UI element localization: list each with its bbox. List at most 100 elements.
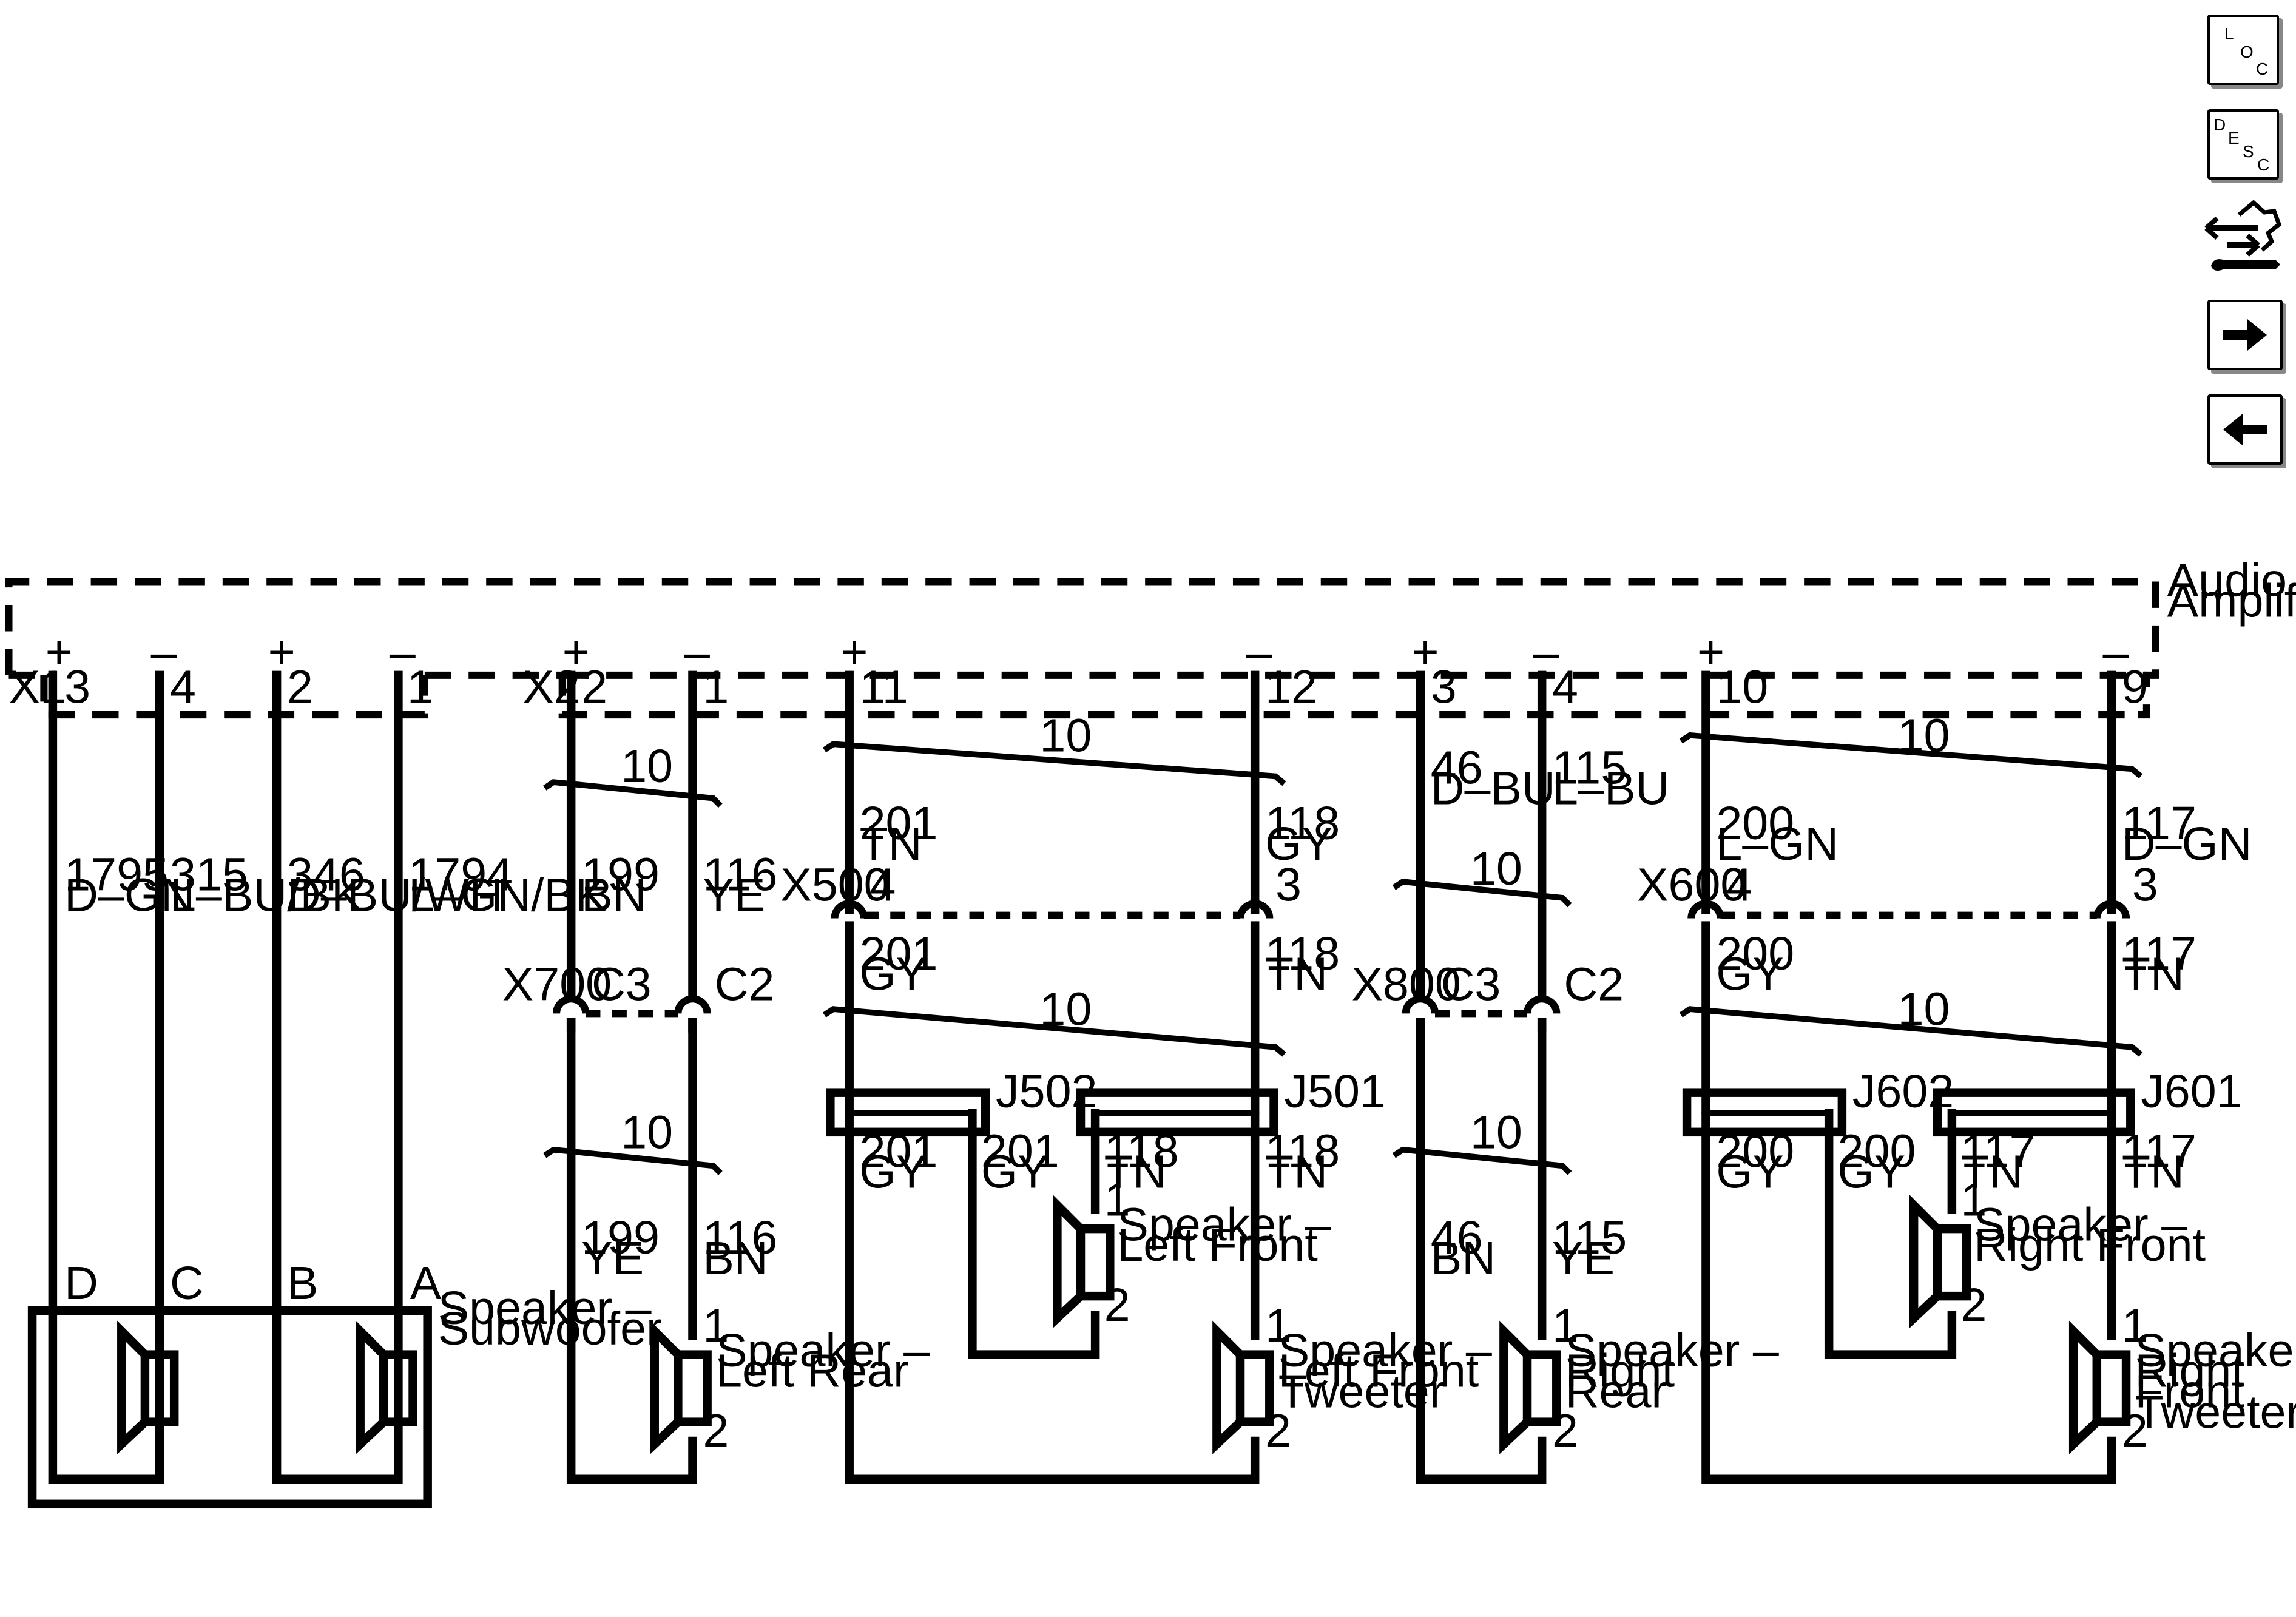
wire-346-number: 346 — [287, 849, 365, 901]
svg-text:4: 4 — [170, 661, 196, 714]
wire-118-color: GY — [1265, 818, 1333, 870]
wire-115-color: L–BU — [1552, 762, 1669, 814]
wire-201-number: 201 — [860, 1126, 938, 1178]
wire-118-color: TN — [1265, 1146, 1328, 1198]
speaker-pin-2: 2 — [1960, 1279, 1987, 1331]
right-rear-label-line3: Rear — [1565, 1366, 1667, 1418]
wire-117-number: 117 — [2122, 797, 2196, 849]
wire-46-number: 46 — [1431, 741, 1483, 794]
wire-200-color: GY — [1838, 1146, 1906, 1198]
wire-201-number: 201 — [860, 797, 938, 849]
wire-117-number: 117 — [1960, 1126, 2035, 1178]
connector-j501-label: J501 — [1284, 1065, 1385, 1118]
svg-text:+: + — [1411, 626, 1439, 678]
subwoofer-terminal-b: B — [287, 1257, 319, 1309]
speaker-pin-1: 1 — [1104, 1173, 1130, 1226]
connector-j502-label: J502 — [996, 1065, 1097, 1118]
x600-pin-4: 4 — [1726, 859, 1752, 911]
svg-text:+: + — [840, 626, 868, 678]
twist-label: 10 — [1898, 709, 1950, 761]
twist-label: 10 — [621, 740, 673, 792]
right-front-circuit — [1679, 670, 2143, 1484]
wire-1795-number: 1795 — [64, 849, 169, 901]
right-front-tweeter-label-line1: Speaker – — [2135, 1325, 2296, 1377]
subwoofer-label-line1: Speaker – — [438, 1282, 652, 1334]
connector-x700-label: X700 — [502, 959, 612, 1011]
svg-text:–: – — [1533, 626, 1559, 678]
left-front-tweeter-label-line1: Speaker – — [1278, 1325, 1492, 1377]
wire-201-number: 201 — [981, 1126, 1059, 1178]
wire-115-color: YE — [1552, 1232, 1615, 1284]
svg-text:12: 12 — [1265, 661, 1317, 714]
left-front-label-line2: Left Front — [1117, 1219, 1317, 1271]
wire-199-color: YE — [581, 1232, 644, 1284]
twist-label: 10 — [1039, 984, 1092, 1036]
subwoofer-speaker-1-icon — [117, 1320, 179, 1454]
subwoofer-label-line2: Subwoofer — [438, 1303, 662, 1355]
svg-text:–: – — [684, 626, 710, 678]
right-front-label-line1: Speaker – — [1974, 1198, 2187, 1251]
svg-text:11: 11 — [860, 661, 908, 714]
connector-view-button[interactable] — [2203, 198, 2284, 283]
x700-pin-c2: C2 — [715, 959, 775, 1011]
speaker-pin-2: 2 — [1265, 1405, 1291, 1457]
wire-201-color: TN — [860, 818, 922, 870]
left-rear-speaker-icon — [650, 1320, 712, 1454]
speaker-pin-2: 2 — [1552, 1405, 1578, 1457]
speaker-pin-2: 2 — [1104, 1279, 1130, 1331]
amplifier-label-line2: Amplifier — [2167, 575, 2296, 627]
svg-text:+: + — [268, 626, 295, 678]
svg-text:9: 9 — [2122, 661, 2148, 714]
wire-200-number: 200 — [1716, 928, 1794, 980]
x800-pin-c3: C3 — [1441, 959, 1501, 1011]
wire-199-color: BN — [581, 869, 646, 921]
svg-text:3: 3 — [64, 661, 90, 714]
x700-pin-c3: C3 — [592, 959, 652, 1011]
right-rear-circuit — [1392, 670, 1572, 1484]
right-rear-label-line1: Speaker – — [1565, 1325, 1779, 1377]
svg-text:3: 3 — [1431, 661, 1457, 714]
connector-wrench-icon — [2204, 200, 2282, 271]
twist-label: 10 — [1898, 984, 1950, 1036]
next-page-button[interactable] — [2207, 300, 2283, 370]
x800-connector-icon — [1402, 995, 1561, 1033]
wire-116-color: BN — [703, 1232, 768, 1284]
speaker-pin-1: 1 — [703, 1300, 729, 1352]
wire-117-number: 117 — [2122, 928, 2196, 980]
previous-page-button[interactable] — [2207, 394, 2283, 465]
right-front-speaker-icon — [1909, 1195, 1971, 1329]
wire-118-number: 118 — [1265, 797, 1340, 849]
wire-200-color: L–GN — [1716, 818, 1838, 870]
loc-button[interactable]: L O C — [2207, 15, 2279, 85]
svg-text:–: – — [151, 626, 177, 678]
wire-200-color: GY — [1716, 948, 1784, 1001]
twist-label: 10 — [621, 1106, 673, 1158]
connector-x800-label: X800 — [1351, 959, 1460, 1011]
left-rear-label-line2: Left Rear — [716, 1345, 909, 1397]
left-rear-label-line1: Speaker – — [716, 1325, 930, 1377]
left-front-tweeter-icon — [1212, 1320, 1274, 1454]
wire-199-number: 199 — [581, 1212, 660, 1264]
wire-118-color: TN — [1265, 948, 1328, 1001]
speaker-pin-1: 1 — [1960, 1173, 1987, 1226]
wire-1794-color: L–GN/BK — [408, 869, 606, 921]
wire-46-number: 46 — [1431, 1212, 1483, 1264]
twist-label: 10 — [1039, 709, 1092, 761]
svg-text:+: + — [1697, 626, 1724, 678]
svg-text:4: 4 — [1552, 661, 1578, 714]
x600-connector-icon — [1687, 899, 2130, 919]
speaker-pin-1: 1 — [1552, 1300, 1578, 1352]
x600-pin-3: 3 — [2132, 859, 2158, 911]
desc-button[interactable]: D E S C — [2207, 109, 2279, 180]
subwoofer-speaker-2-icon — [356, 1320, 417, 1454]
x800-pin-c2: C2 — [1564, 959, 1624, 1011]
wire-200-number: 200 — [1838, 1126, 1916, 1178]
wire-117-color: TN — [1960, 1146, 2023, 1198]
wire-201-color: GY — [860, 948, 928, 1001]
speaker-pin-1: 1 — [1265, 1300, 1291, 1352]
wire-200-number: 200 — [1716, 1126, 1794, 1178]
wire-46-color: D–BU — [1431, 762, 1556, 814]
svg-text:10: 10 — [1716, 661, 1768, 714]
right-rear-label-line2: Right — [1565, 1345, 1675, 1397]
right-front-tweeter-label-line4: Tweeter — [2135, 1386, 2296, 1438]
